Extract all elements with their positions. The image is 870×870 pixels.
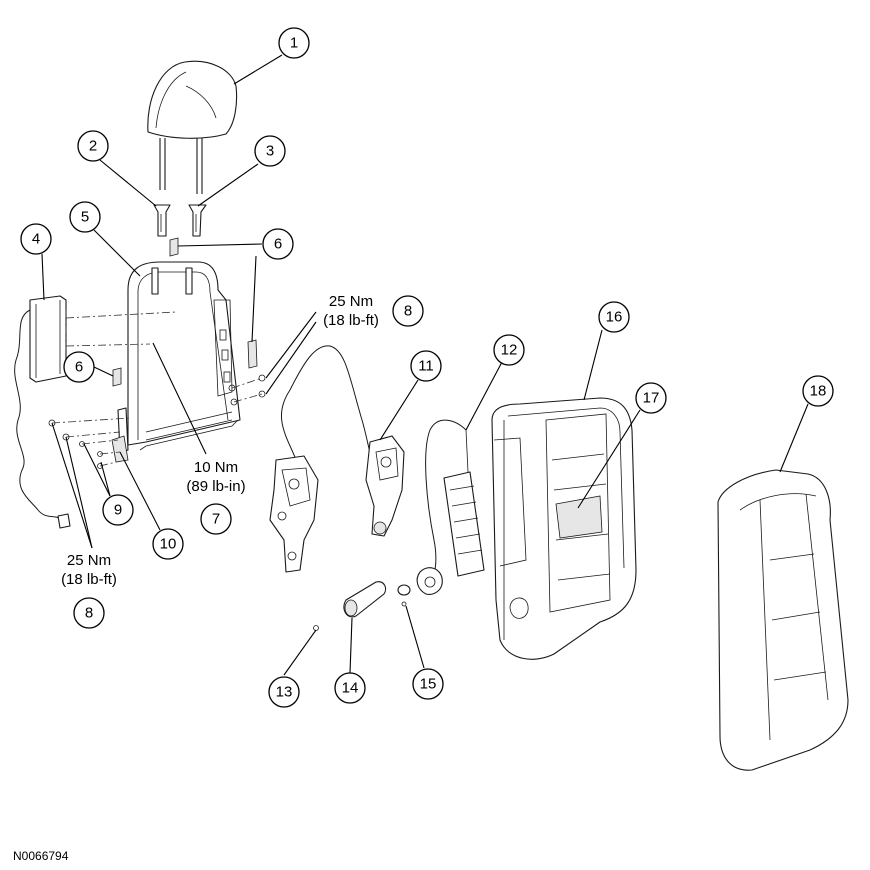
svg-text:18: 18 bbox=[810, 383, 827, 400]
alignment-lines bbox=[51, 310, 266, 467]
svg-text:11: 11 bbox=[418, 358, 434, 375]
svg-text:5: 5 bbox=[81, 209, 89, 226]
callout-2: 2 bbox=[77, 130, 109, 162]
head-restraint-part bbox=[147, 60, 238, 194]
svg-text:7: 7 bbox=[212, 511, 220, 528]
callout-16: 16 bbox=[598, 301, 630, 333]
callout-10: 10 bbox=[152, 528, 184, 560]
svg-text:15: 15 bbox=[420, 676, 437, 693]
recliner-bracket-part bbox=[48, 407, 129, 469]
torque-value-imperial: (18 lb-ft) bbox=[61, 571, 117, 588]
callout-12: 12 bbox=[493, 334, 525, 366]
recliner-mechanism-part bbox=[269, 345, 381, 573]
leader-lines bbox=[41, 54, 809, 676]
seat-back-cover-part bbox=[717, 469, 849, 771]
svg-text:4: 4 bbox=[32, 231, 40, 248]
svg-text:14: 14 bbox=[342, 680, 359, 697]
callout-17: 17 bbox=[635, 382, 667, 414]
svg-text:6: 6 bbox=[274, 236, 282, 253]
seat-back-frame-part bbox=[127, 261, 241, 451]
torque-value-imperial: (18 lb-ft) bbox=[323, 312, 379, 329]
callout-4: 4 bbox=[20, 223, 52, 255]
lumbar-support-part bbox=[425, 419, 485, 583]
callout-9: 9 bbox=[102, 494, 134, 526]
torque-value: 10 Nm bbox=[194, 459, 238, 476]
callout-15: 15 bbox=[412, 668, 444, 700]
recliner-part-11 bbox=[365, 435, 405, 537]
recliner-handle-parts bbox=[313, 581, 411, 631]
svg-text:9: 9 bbox=[114, 502, 122, 519]
svg-text:6: 6 bbox=[75, 359, 83, 376]
figure-id-label: N0066794 bbox=[13, 849, 69, 863]
torque-spec-bottom-left: 25 Nm (18 lb-ft) bbox=[61, 552, 117, 588]
svg-text:12: 12 bbox=[501, 342, 518, 359]
callout-8-bottom: 8 bbox=[73, 597, 105, 629]
callout-1: 1 bbox=[278, 27, 310, 59]
torque-value-imperial: (89 lb-in) bbox=[186, 478, 245, 495]
svg-text:2: 2 bbox=[89, 138, 97, 155]
svg-text:16: 16 bbox=[606, 309, 623, 326]
svg-text:3: 3 bbox=[266, 143, 274, 160]
svg-text:13: 13 bbox=[276, 684, 293, 701]
side-airbag-module-part bbox=[14, 295, 71, 529]
torque-value: 25 Nm bbox=[67, 552, 111, 569]
callout-11: 11 bbox=[410, 350, 442, 382]
callout-18: 18 bbox=[802, 375, 834, 407]
callout-5: 5 bbox=[69, 201, 101, 233]
svg-text:8: 8 bbox=[404, 303, 412, 320]
callout-7: 7 bbox=[200, 503, 232, 535]
svg-text:8: 8 bbox=[85, 605, 93, 622]
clip-parts bbox=[112, 237, 258, 387]
callout-13: 13 bbox=[268, 676, 300, 708]
seat-back-panel-part bbox=[491, 397, 637, 660]
svg-text:17: 17 bbox=[643, 390, 660, 407]
callout-3: 3 bbox=[254, 135, 286, 167]
callout-6-upper: 6 bbox=[262, 228, 294, 260]
torque-spec-top-right: 25 Nm (18 lb-ft) bbox=[323, 293, 379, 329]
torque-spec-middle: 10 Nm (89 lb-in) bbox=[186, 459, 245, 495]
svg-text:10: 10 bbox=[160, 536, 177, 553]
lumbar-actuator-part bbox=[416, 567, 443, 595]
callout-6-lower: 6 bbox=[63, 351, 95, 383]
torque-value: 25 Nm bbox=[329, 293, 373, 310]
callout-14: 14 bbox=[334, 672, 366, 704]
svg-text:1: 1 bbox=[290, 35, 298, 52]
callout-8-top: 8 bbox=[392, 295, 424, 327]
guide-sleeve-parts bbox=[153, 204, 207, 237]
